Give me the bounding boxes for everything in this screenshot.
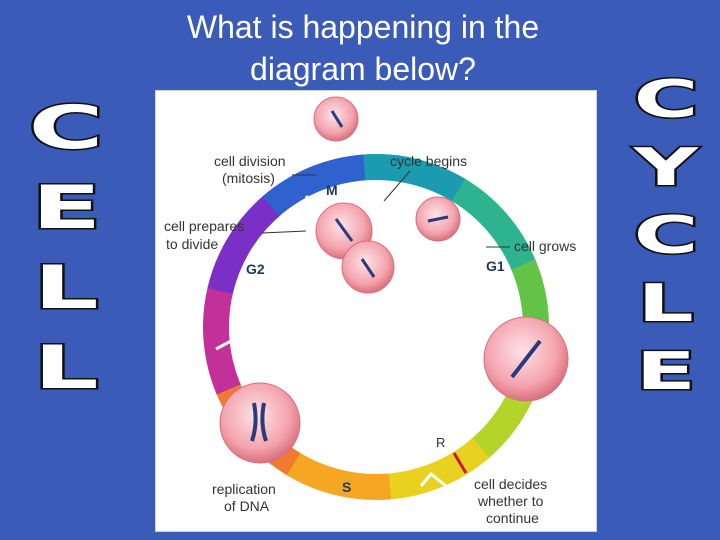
phase-g2-label: G2 xyxy=(246,261,265,277)
phase-s-label: S xyxy=(342,479,351,495)
label-of-dna: of DNA xyxy=(224,498,270,514)
cell-top xyxy=(313,96,359,142)
title-line-1: What is happening in the xyxy=(186,9,540,45)
letter-l: L xyxy=(31,252,101,325)
label-whether-to: whether to xyxy=(477,493,544,509)
slide-title: What is happening in the diagram below? xyxy=(120,6,606,90)
annotation-labels: cell division (mitosis) cycle begins cel… xyxy=(164,153,576,526)
ring-segment xyxy=(207,194,282,295)
label-mitosis: (mitosis) xyxy=(222,170,275,186)
phase-m-label: M xyxy=(326,182,338,198)
divider-g1-s xyxy=(419,471,447,488)
restriction-point-marker xyxy=(452,452,468,474)
ring-segment xyxy=(451,178,537,272)
cell-g1-large xyxy=(483,316,569,402)
label-cell-division: cell division xyxy=(214,153,286,169)
divider-m-g1 xyxy=(366,184,383,213)
pointer-lines xyxy=(261,170,510,248)
label-to-divide: to divide xyxy=(166,236,218,252)
cell-dividing xyxy=(315,202,395,294)
letter-l: L xyxy=(635,273,696,336)
letter-y: Y xyxy=(631,137,700,200)
label-continue: continue xyxy=(486,510,539,526)
letter-e: E xyxy=(633,341,698,404)
divider-m-g2 xyxy=(304,194,321,221)
ring-segment xyxy=(284,451,392,500)
cell-s-phase xyxy=(219,382,301,464)
label-cycle-begins: cycle begins xyxy=(390,153,467,169)
phase-g1-label: G1 xyxy=(486,258,505,274)
letter-l: L xyxy=(31,332,101,405)
divider-g2-s xyxy=(215,339,247,353)
phase-r-label: R xyxy=(436,435,445,450)
ring-segment xyxy=(262,154,366,217)
cell-g1-small xyxy=(415,196,461,242)
letter-c: C xyxy=(631,69,701,132)
pointer-cycle-begins xyxy=(383,170,411,202)
ring-segment xyxy=(203,285,241,395)
letter-c: C xyxy=(631,205,701,268)
cell-cycle-svg: M G1 S G2 R cell division (mitosis) cycl… xyxy=(164,96,576,526)
pointer-cell-prepares xyxy=(261,230,307,234)
label-cell-decides: cell decides xyxy=(474,476,547,492)
phase-dividers xyxy=(215,184,447,488)
ring-segment xyxy=(360,154,468,203)
ring-segment xyxy=(386,437,490,500)
label-replication: replication xyxy=(212,481,276,497)
title-line-2: diagram below? xyxy=(250,51,476,87)
letter-e: E xyxy=(29,172,104,245)
letter-c: C xyxy=(26,92,106,165)
cell-word-vertical: C E L L xyxy=(26,88,106,408)
label-cell-grows: cell grows xyxy=(514,238,576,254)
cycle-word-vertical: C Y C L E xyxy=(626,66,706,406)
label-cell-prepares: cell prepares xyxy=(164,218,244,234)
cell-cycle-diagram: M G1 S G2 R cell division (mitosis) cycl… xyxy=(155,90,597,532)
